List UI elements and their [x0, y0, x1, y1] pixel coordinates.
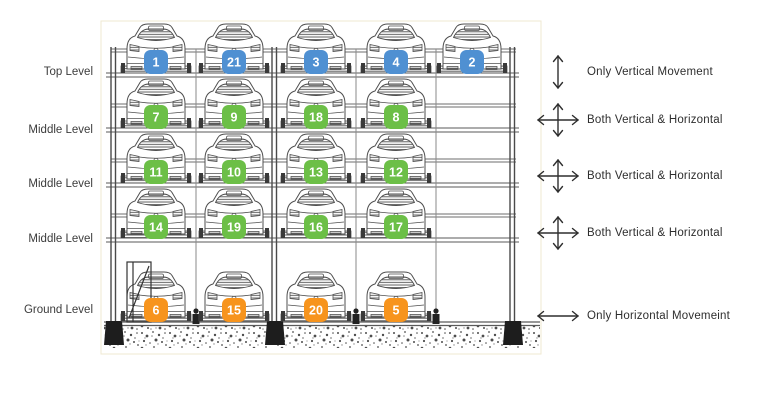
car-number: 21 [227, 56, 241, 70]
car-number-badge: 16 [304, 215, 328, 239]
car-number: 19 [227, 221, 241, 235]
car-number: 17 [389, 221, 403, 235]
car-number-badge: 1 [144, 50, 168, 74]
post-foot [432, 308, 440, 324]
vertical-arrow-icon [552, 54, 564, 90]
car-number-badge: 17 [384, 215, 408, 239]
movement-label: Only Vertical Movement [587, 66, 713, 78]
movement-label: Both Vertical & Horizontal [587, 114, 723, 126]
car-number-badge: 20 [304, 298, 328, 322]
movement-row: Both Vertical & Horizontal [535, 156, 723, 196]
car-number: 7 [153, 111, 160, 125]
cross-arrow-icon [536, 215, 580, 251]
movement-row: Only Vertical Movement [535, 52, 713, 92]
support-post [509, 47, 516, 333]
cross-arrow-icon [536, 158, 580, 194]
car-number-badge: 11 [144, 160, 168, 184]
level-label: Ground Level [23, 304, 93, 316]
movement-arrow [535, 52, 581, 92]
movement-arrow [535, 296, 581, 336]
car-number: 13 [309, 166, 323, 180]
car-number-badge: 5 [384, 298, 408, 322]
movement-row: Both Vertical & Horizontal [535, 213, 723, 253]
movement-row: Both Vertical & Horizontal [535, 100, 723, 140]
foundation-block [265, 321, 285, 345]
car-number-badge: 2 [460, 50, 484, 74]
car-number-badge: 6 [144, 298, 168, 322]
car-number: 5 [393, 304, 400, 318]
car-number: 14 [149, 221, 163, 235]
movement-row: Only Horizontal Movemeint [535, 296, 730, 336]
car-number: 16 [309, 221, 323, 235]
scan-border [100, 20, 542, 355]
car-number-badge: 13 [304, 160, 328, 184]
car-number-badge: 14 [144, 215, 168, 239]
support-post [271, 47, 278, 333]
level-label: Middle Level [28, 124, 93, 136]
car-number-badge: 21 [222, 50, 246, 74]
car-number: 10 [227, 166, 241, 180]
ground-line [104, 321, 540, 327]
car-number-badge: 19 [222, 215, 246, 239]
car-number-badge: 7 [144, 105, 168, 129]
car-number: 15 [227, 304, 241, 318]
car-number-badge: 9 [222, 105, 246, 129]
car-number: 9 [231, 111, 238, 125]
car-number: 18 [309, 111, 323, 125]
car-number: 11 [149, 166, 162, 180]
level-label: Middle Level [28, 233, 93, 245]
car-number-badge: 10 [222, 160, 246, 184]
horizontal-arrow-icon [536, 310, 580, 322]
car-number: 8 [393, 111, 400, 125]
post-foot [192, 308, 200, 324]
car-number: 2 [469, 56, 476, 70]
car-number-badge: 12 [384, 160, 408, 184]
level-label: Top Level [43, 66, 93, 78]
car-number-badge: 8 [384, 105, 408, 129]
car-number: 1 [153, 56, 160, 70]
level-label: Middle Level [28, 178, 93, 190]
car-number-badge: 18 [304, 105, 328, 129]
movement-label: Both Vertical & Horizontal [587, 227, 723, 239]
car-number: 20 [309, 304, 323, 318]
car-number-badge: 4 [384, 50, 408, 74]
movement-label: Only Horizontal Movemeint [587, 310, 731, 322]
ground-gravel [104, 326, 540, 348]
car-number: 12 [389, 166, 403, 180]
car-number: 3 [313, 56, 320, 70]
support-post [110, 47, 117, 333]
foundation-block [503, 321, 523, 345]
movement-label: Both Vertical & Horizontal [587, 170, 723, 182]
car-number: 6 [153, 304, 160, 318]
car-number-badge: 15 [222, 298, 246, 322]
lift-frame [126, 261, 152, 323]
movement-arrow [535, 213, 581, 253]
car-number-badge: 3 [304, 50, 328, 74]
movement-arrow [535, 100, 581, 140]
post-foot [352, 308, 360, 324]
car-number: 4 [393, 56, 400, 70]
cross-arrow-icon [536, 102, 580, 138]
foundation-block [104, 321, 124, 345]
movement-arrow [535, 156, 581, 196]
